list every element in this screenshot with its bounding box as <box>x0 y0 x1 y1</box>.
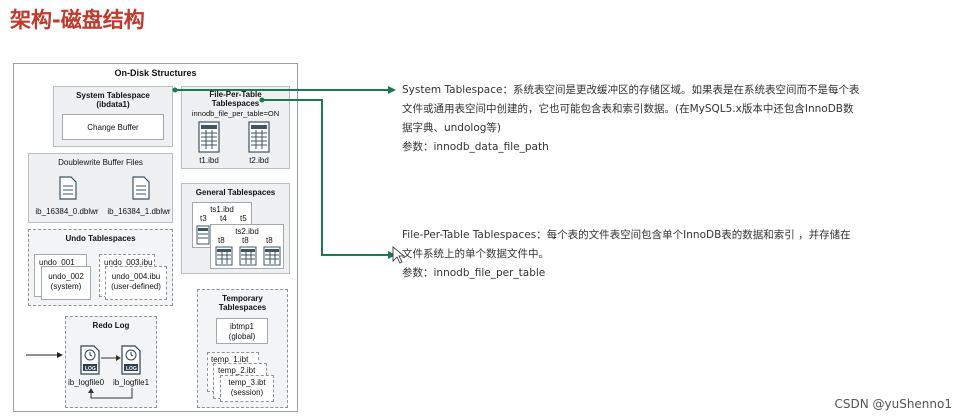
log-icon-text: LOG <box>126 366 137 372</box>
note-line: File-Per-Table Tablespaces：每个表的文件表空间包含单个… <box>402 229 851 241</box>
ts1-table-label: t3 <box>200 214 207 223</box>
connector-dot <box>172 87 178 93</box>
mouse-cursor-icon <box>392 246 406 264</box>
undo-tablespaces-title: Undo Tablespaces <box>65 234 136 243</box>
ibtmp1-note: (global) <box>228 332 256 341</box>
file-per-table-param: innodb_file_per_table=ON <box>191 109 280 118</box>
ts1-table-label: t5 <box>240 214 247 223</box>
temp-2-label: temp_2.ibt <box>218 366 256 375</box>
note-line: 据字典、undolog等) <box>402 122 502 134</box>
redo-logfile-0: ib_logfile0 <box>68 378 105 387</box>
document-icon <box>132 176 150 200</box>
undo-001-label: undo_001 <box>39 258 75 267</box>
on-disk-structures-diagram: On-Disk Structures System Tablespace (ib… <box>13 63 298 412</box>
doublewrite-buffer-box: Doublewrite Buffer Files ib_16384_0.dblw… <box>28 153 173 223</box>
note-line: 文件或通用表空间中创建的，它也可能包含表和索引数据。(在MySQL5.x版本中还… <box>402 103 854 115</box>
file-per-table-connector <box>262 99 390 256</box>
redo-input-arrow <box>26 352 63 358</box>
undo-002-note: (system) <box>50 282 82 291</box>
undo-tablespaces-box: Undo Tablespaces undo_001 undo_002 (syst… <box>28 229 173 306</box>
dblwr-file-1: ib_16384_1.dblwr <box>107 207 171 216</box>
file-per-table-title-2: Tablespaces <box>211 99 260 108</box>
redo-logfile-1: ib_logfile1 <box>113 378 150 387</box>
arrow-right-icon <box>101 355 121 361</box>
watermark: CSDN @yuShenno1 <box>834 397 952 411</box>
temp-3-box: temp_3.ibt (session) <box>220 375 274 402</box>
ts2-table-label: t8 <box>218 236 225 245</box>
file-per-table-title: File-Per-Table <box>209 90 262 99</box>
table-file-icon <box>198 121 220 153</box>
temp-3-note: (session) <box>230 388 264 397</box>
doublewrite-title: Doublewrite Buffer Files <box>58 158 143 167</box>
document-icon <box>59 176 77 200</box>
temp-1-label: temp_1.ibt <box>211 355 249 364</box>
undo-004-note: (user-defined) <box>111 282 161 291</box>
temp-3-label: temp_3.ibt <box>228 378 266 387</box>
temporary-title-2: Tablespaces <box>218 303 267 312</box>
change-buffer-label: Change Buffer <box>87 123 139 132</box>
redo-log-title: Redo Log <box>92 321 130 330</box>
ts1-label: ts1.ibd <box>210 205 234 214</box>
ibtmp1-label: ibtmp1 <box>229 322 254 331</box>
connector-dot <box>259 97 265 103</box>
undo-002-label: undo_002 <box>48 272 84 281</box>
table-file-icon <box>215 246 233 266</box>
change-buffer-box: Change Buffer <box>62 114 164 140</box>
note-line: System Tablespace：系统表空间是更改缓冲区的存储区域。如果表是在… <box>402 84 860 96</box>
table-file-icon <box>196 225 210 245</box>
ts2-box: ts2.ibd t8 t8 t8 <box>210 224 284 269</box>
general-tablespaces-box: General Tablespaces ts1.ibd t3 t4 t5 ts2… <box>181 183 290 274</box>
general-tablespaces-title: General Tablespaces <box>195 188 276 197</box>
undo-004-box: undo_004.ibu (user-defined) <box>105 266 167 300</box>
system-tablespace-box: System Tablespace (ibdata1) Change Buffe… <box>53 86 173 147</box>
temporary-title: Temporary <box>222 294 263 303</box>
dblwr-file-0: ib_16384_0.dblwr <box>35 207 99 216</box>
log-icon-text: LOG <box>85 366 96 372</box>
system-tablespace-file: (ibdata1) <box>96 100 130 109</box>
note-param: 参数：innodb_file_per_table <box>402 267 546 279</box>
undo-004-label: undo_004.ibu <box>111 272 161 281</box>
log-file-icon <box>80 345 100 375</box>
ts2-label: ts2.ibd <box>235 227 259 236</box>
system-tablespace-note: System Tablespace：系统表空间是更改缓冲区的存储区域。如果表是在… <box>402 81 859 157</box>
arrow-right-icon <box>388 251 396 259</box>
ts1-table-label: t4 <box>220 214 227 223</box>
table-file-icon <box>248 121 270 153</box>
log-file-icon <box>121 345 141 375</box>
temporary-tablespaces-box: Temporary Tablespaces ibtmp1 (global) te… <box>197 289 288 408</box>
t1-file-label: t1.ibd <box>199 156 219 165</box>
file-per-table-note: File-Per-Table Tablespaces：每个表的文件表空间包含单个… <box>402 226 851 283</box>
ts2-table-label: t8 <box>242 236 249 245</box>
undo-002-box: undo_002 (system) <box>41 266 91 300</box>
note-param: 参数：innodb_data_file_path <box>402 141 549 153</box>
ts2-table-label: t8 <box>266 236 273 245</box>
system-tablespace-title: System Tablespace <box>76 91 150 100</box>
arrow-right-icon <box>388 86 396 94</box>
table-file-icon <box>263 246 281 266</box>
t2-file-label: t2.ibd <box>249 156 269 165</box>
ibtmp1-box: ibtmp1 (global) <box>216 318 268 344</box>
diagram-heading: On-Disk Structures <box>114 68 197 78</box>
undo-003-label: undo_003.ibu <box>104 258 153 267</box>
page-title: 架构-磁盘结构 <box>10 8 145 32</box>
table-file-icon <box>239 246 257 266</box>
cycle-arrow-icon <box>88 388 133 399</box>
note-line: 文件系统上的单个数据文件中。 <box>402 248 549 260</box>
redo-log-box: Redo Log LOG LOG ib_logfile0 ib_logfile1 <box>65 316 157 408</box>
